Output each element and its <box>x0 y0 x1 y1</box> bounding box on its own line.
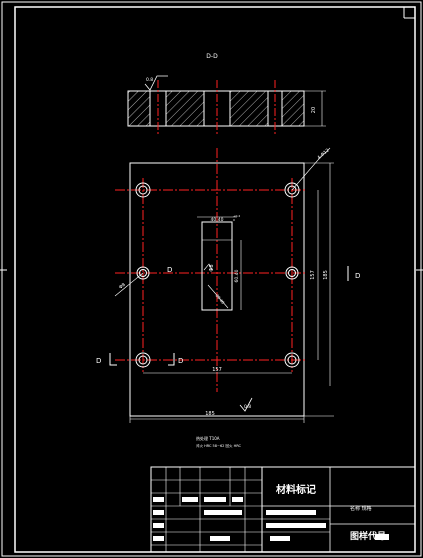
hole <box>135 182 151 198</box>
title-cell-text <box>270 536 290 541</box>
material-label: 材料标记 <box>276 483 316 496</box>
title-cell-text <box>375 534 389 540</box>
section-title: D-D <box>206 53 218 60</box>
hole <box>136 266 150 280</box>
title-cell-text <box>204 510 242 515</box>
slot-diag-dim-line <box>207 284 229 309</box>
drawing-code-label: 图样代号 <box>350 530 386 542</box>
note-line-2: 淬火 HRC 58~62 回火 HRC <box>196 443 242 448</box>
hatch-region-2 <box>166 91 204 126</box>
title-cell-text <box>153 510 164 515</box>
section-outline <box>127 90 305 127</box>
roughness-value: 0.8 <box>146 77 153 83</box>
title-cell-text <box>266 523 326 528</box>
hole-spacing-h: 157 <box>212 367 222 373</box>
slot-roughness-mark <box>203 263 213 271</box>
section-view: 0.8 20 <box>127 75 326 134</box>
leader-line <box>114 272 144 297</box>
hole-spacing-v: 157 <box>310 270 316 280</box>
overall-width: 185 <box>205 411 215 417</box>
central-slot <box>201 221 233 311</box>
roughness-symbol <box>239 397 253 412</box>
title-cell-text <box>153 536 164 541</box>
slot-width-dim: 40.40 <box>211 217 224 223</box>
slot-height-dim: 60.40 <box>234 269 240 282</box>
title-cell-text <box>210 536 230 541</box>
section-mark: D <box>355 272 360 280</box>
slot-diag-dim: 20.40 <box>215 293 226 305</box>
overall-height: 185 <box>323 270 329 280</box>
hatch-region-4 <box>282 91 304 126</box>
section-cut-line <box>168 353 175 366</box>
slot-fit: Φ8 <box>209 264 215 271</box>
title-cell-text <box>204 497 226 502</box>
section-mark: D <box>167 266 172 274</box>
hole <box>135 352 151 368</box>
slot-tol-lower: 0 <box>233 218 235 222</box>
hole <box>284 182 300 198</box>
title-mid-label: 名称 规格 <box>350 505 372 512</box>
title-cell-text <box>266 510 316 515</box>
hole-callout-left: Φ8 <box>118 282 127 291</box>
roughness-value: 0.8 <box>244 404 251 410</box>
title-cell-text <box>232 497 243 502</box>
hatch-region-3 <box>230 91 268 126</box>
leader-line <box>317 147 331 161</box>
hatch-region-1 <box>128 91 150 126</box>
section-mark: D <box>96 357 101 365</box>
section-mark: D <box>178 357 183 365</box>
hole <box>285 266 299 280</box>
note-line-1: 热处理 T10A <box>196 435 220 441</box>
thickness-dim: 20 <box>311 107 317 113</box>
title-block: 材料标记 名称 规格 图样代号 <box>150 466 416 553</box>
plate-outline <box>129 162 305 417</box>
slot-tol-upper: +0.2 <box>233 214 240 218</box>
title-block-border <box>150 466 416 553</box>
title-cell-text <box>182 497 198 502</box>
roughness-symbol <box>144 75 168 91</box>
hole <box>284 352 300 368</box>
section-cut-line <box>109 353 117 366</box>
title-cell-text <box>153 523 164 528</box>
leader-line <box>291 159 319 191</box>
plan-view: 40.40 +0.2 0 60.40 Φ8 20.40 4-Φ12 Φ8 157… <box>96 147 360 423</box>
title-cell-text <box>153 497 164 502</box>
